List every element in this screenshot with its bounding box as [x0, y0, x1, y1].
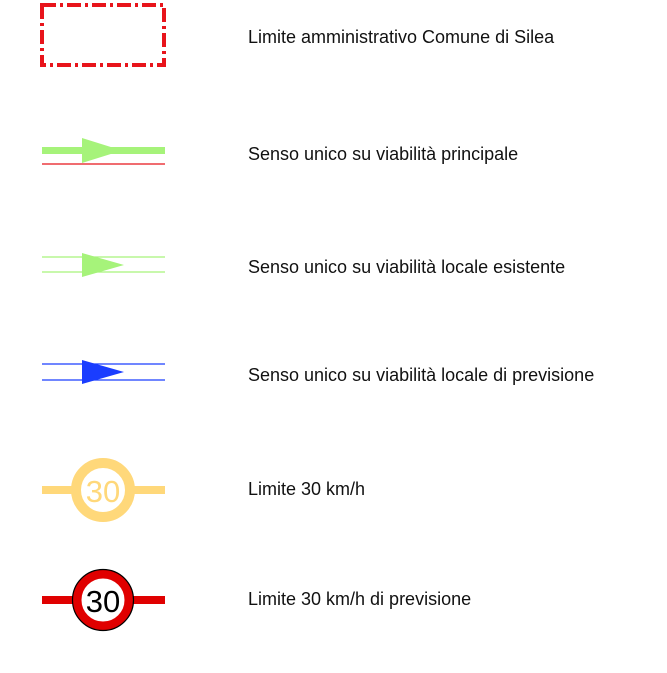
- one-way-principal-symbol: [42, 138, 165, 165]
- legend-label-boundary: Limite amministrativo Comune di Silea: [248, 27, 555, 47]
- one-way-local-planned-symbol: [42, 360, 165, 384]
- speed-sign-number: 30: [86, 474, 120, 509]
- legend-label-local-planned: Senso unico su viabilità locale di previ…: [248, 365, 595, 385]
- boundary-symbol: [40, 3, 166, 67]
- one-way-local-existing-symbol: [42, 253, 165, 277]
- speed-limit-30-symbol: [42, 458, 165, 522]
- legend-label-limit-30-planned: Limite 30 km/h di previsione: [248, 589, 472, 609]
- legend-label-principal: Senso unico su viabilità principale: [248, 144, 519, 164]
- speed-sign-number-planned: 30: [86, 584, 120, 619]
- legend-label-local-existing: Senso unico su viabilità locale esistent…: [248, 257, 566, 277]
- speed-limit-30-planned-symbol: [42, 568, 165, 632]
- legend-label-limit-30: Limite 30 km/h: [248, 479, 366, 499]
